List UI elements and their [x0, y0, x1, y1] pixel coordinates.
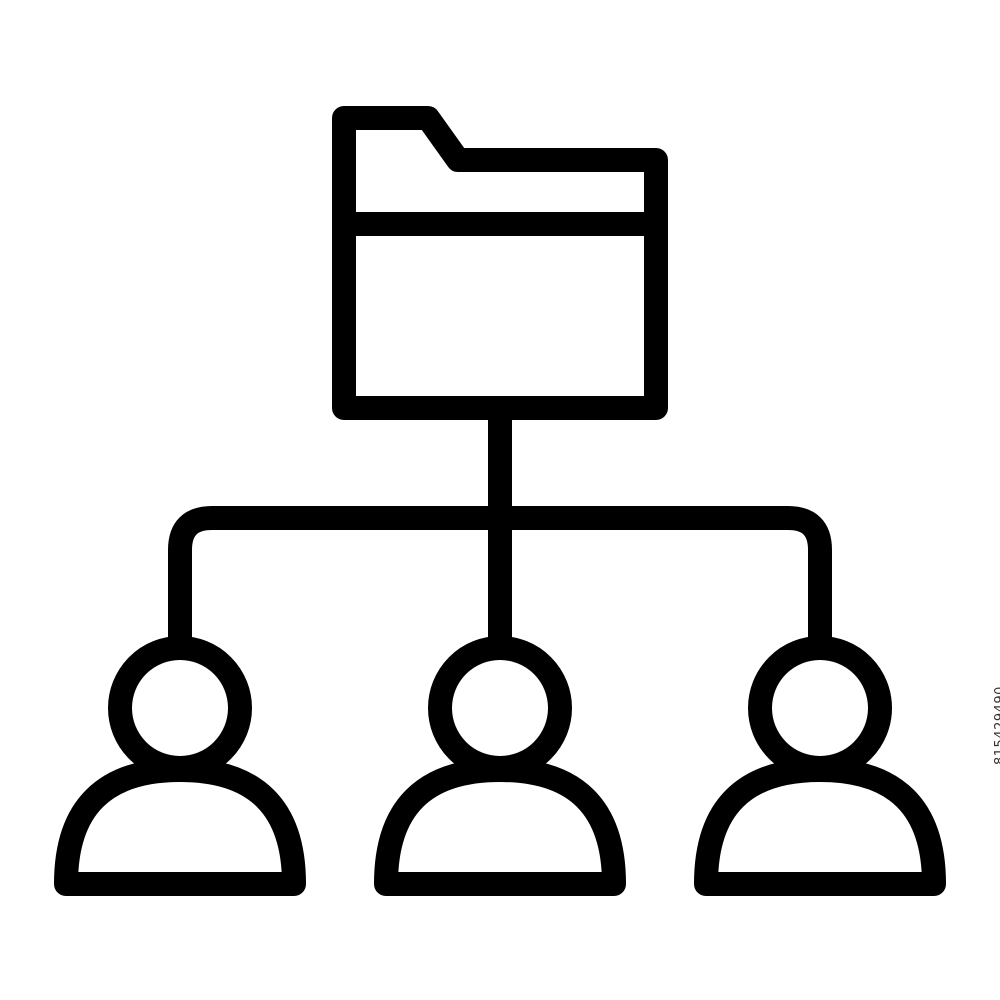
folder-icon	[332, 106, 668, 420]
user-icon-left	[54, 636, 306, 896]
user-icon-right	[694, 636, 946, 896]
connector-lines	[168, 396, 832, 660]
stock-image-id: 815429490	[993, 686, 1000, 765]
user-icon-center	[374, 636, 626, 896]
